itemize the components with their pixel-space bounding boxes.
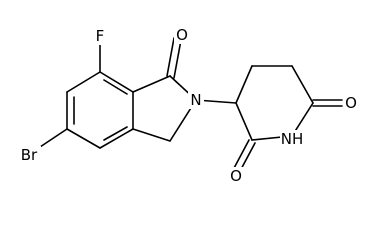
bond-c5prime-c6prime <box>291 65 314 104</box>
lactam-oxygen-label: O <box>176 26 188 44</box>
aromatic-double-bond-2 <box>103 126 128 141</box>
carbonyl-bond-b <box>173 39 182 79</box>
lactam-ring <box>132 37 197 142</box>
imide-oxygen-right-label: O <box>345 94 357 112</box>
bond-c4-c5 <box>66 128 101 149</box>
structure-canvas: F O N Br NH O O <box>17 26 359 185</box>
fluorine-label: F <box>96 27 105 45</box>
bond-c6-c7 <box>66 71 101 93</box>
glutarimide-ring <box>195 65 343 174</box>
bond-c3prime-c4prime <box>235 65 253 104</box>
bond-c7-c7a <box>99 71 134 93</box>
bond-c3a-c4 <box>99 128 134 149</box>
atom-labels: F O N Br NH O O <box>17 26 359 185</box>
bond-c3-c3a <box>132 128 171 142</box>
molecule-diagram: F O N Br NH O O <box>17 26 359 185</box>
bromine-label: Br <box>21 146 38 164</box>
imide-oxygen-bottom-label: O <box>230 167 242 185</box>
imide-carbonyl-bottom-a <box>232 139 250 171</box>
bond-c7a-c1 <box>132 75 171 93</box>
benzene-ring <box>66 71 134 149</box>
ring-nitrogen-label: N <box>190 91 201 109</box>
aromatic-double-bond-1 <box>103 79 128 95</box>
imide-nh-label: NH <box>281 130 304 148</box>
bond-c2prime-c3prime <box>235 102 253 141</box>
carbonyl-bond-a <box>166 37 175 77</box>
bond-c5-br <box>39 128 68 148</box>
